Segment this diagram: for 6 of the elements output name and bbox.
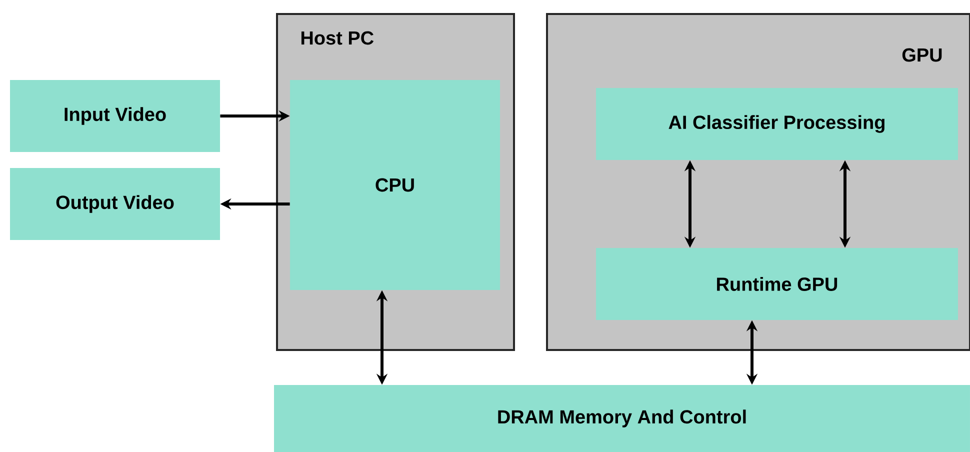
process-box: Output Video [10,168,220,240]
process-box: DRAM Memory And Control [274,384,970,452]
process-box: Runtime GPU [596,248,958,320]
process-box: CPU [290,80,500,290]
process-box: Input Video [10,80,220,152]
process-box: AI Classifier Processing [596,88,958,160]
